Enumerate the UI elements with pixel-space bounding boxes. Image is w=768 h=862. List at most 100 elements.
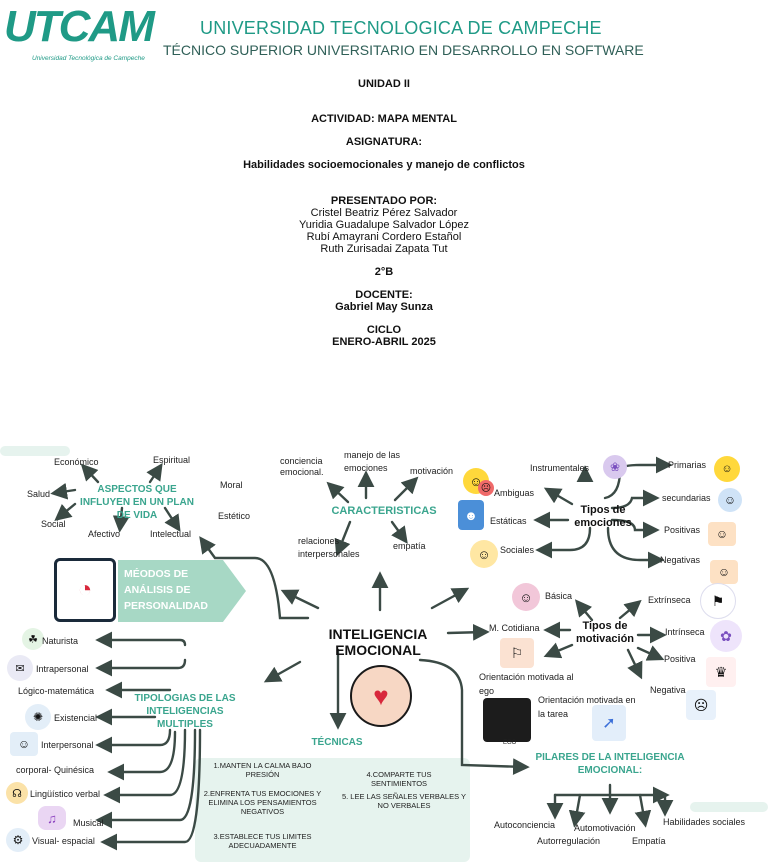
- activity: ACTIVIDAD: MAPA MENTAL: [311, 113, 457, 125]
- tecnica-item: 4.COMPARTE TUS SENTIMIENTOS: [366, 770, 432, 788]
- metodos-title: MÉODOS DE ANÁLISIS DE PERSONALIDAD: [124, 568, 209, 612]
- emocion-item: Positivas: [664, 525, 701, 535]
- band-decoration: [195, 758, 470, 862]
- motivacion-item: M. Cotidiana: [489, 623, 540, 633]
- program-name: TÉCNICO SUPERIOR UNIVERSITARIO EN DESARR…: [163, 42, 644, 58]
- growth-arrow-icon: ➚: [592, 705, 626, 741]
- caracteristica-item: relaciones interpersonales: [298, 536, 360, 559]
- cycle-label: CICLO: [366, 324, 402, 336]
- person-icon: ☺: [512, 583, 540, 611]
- emoji-grid-icon: ☺: [714, 456, 740, 482]
- caracteristica-item: empatía: [393, 541, 426, 551]
- tipologia-item: Interpersonal: [41, 740, 94, 750]
- lightbulb-person-icon: ✺: [25, 704, 51, 730]
- tecnica-item: 3.ESTABLECE TUS LIMITES ADECUADAMENTE: [213, 832, 312, 850]
- emojis-icon: ☺: [470, 540, 498, 568]
- emociones-title: Tipos de emociones: [574, 504, 632, 529]
- motivacion-item: Positiva: [664, 654, 696, 664]
- cheer-icon: ♛: [706, 657, 736, 687]
- people-network-icon: ☺: [10, 732, 38, 756]
- unit: UNIDAD II: [358, 78, 410, 90]
- motivacion-title: Tipos de motivación: [575, 620, 635, 645]
- faces-icon: ☻: [458, 500, 484, 530]
- ego-label: EGO: [503, 740, 517, 746]
- motivacion-item: Básica: [545, 591, 573, 601]
- metodos-banner: [118, 560, 246, 622]
- subject: Habilidades socioemocionales y manejo de…: [243, 159, 525, 171]
- emocion-item: Primarias: [668, 460, 707, 470]
- tipologia-item: Existencial: [54, 713, 98, 723]
- music-icon: ♫: [38, 806, 66, 830]
- pilar-item: Automotivación: [574, 823, 636, 833]
- band-decoration: [690, 802, 768, 812]
- analysis-chart-icon: ◔: [54, 558, 116, 622]
- tipologias-title: TIPOLOGIAS DE LAS INTELIGENCIAS MULTIPLE…: [134, 693, 236, 730]
- gear-head-icon: ⚙: [6, 828, 30, 852]
- cycle: ENERO-ABRIL 2025: [332, 336, 436, 348]
- speaking-head-icon: ☊: [6, 782, 28, 804]
- connectors: [50, 456, 674, 851]
- tecnica-item: 2.ENFRENTA TUS EMOCIONES Y ELIMINA LOS P…: [203, 789, 322, 816]
- presented-label: PRESENTADO POR:: [330, 195, 438, 207]
- author: Cristel Beatriz Pérez Salvador: [310, 207, 458, 219]
- aspectos-title: ASPECTOS QUE INFLUYEN EN UN PLAN DE VIDA: [80, 484, 194, 521]
- aspecto-item: Moral: [220, 480, 243, 490]
- tipologia-item: corporal- Quinésica: [16, 765, 95, 775]
- aspecto-item: Espiritual: [153, 455, 191, 465]
- band-decoration: [0, 446, 70, 456]
- aspecto-item: Social: [41, 519, 66, 529]
- aspecto-item: Intelectual: [150, 529, 192, 539]
- tipologia-item: Musical: [73, 818, 104, 828]
- tipologia-item: Lógico-matemática: [18, 686, 95, 696]
- brain-heart-icon: ♥: [350, 665, 412, 727]
- tecnicas-title: TÉCNICAS: [311, 737, 363, 748]
- group-icon: ☺: [708, 522, 736, 546]
- emocion-item: Instrumentales: [530, 463, 590, 473]
- tipologia-item: Visual- espacial: [32, 836, 95, 846]
- pilar-item: Empatía: [632, 836, 666, 846]
- tecnica-item: 1.MANTEN LA CALMA BAJO PRESIÓN: [213, 761, 312, 779]
- brain-icon: ✿: [710, 620, 742, 652]
- emocion-item: Estáticas: [490, 516, 527, 526]
- tipologia-item: Naturista: [42, 636, 79, 646]
- plant-person-icon: ☘: [22, 628, 44, 650]
- emocion-item: Negativas: [660, 555, 701, 565]
- teacher-label: DOCENTE:: [355, 289, 413, 301]
- emocion-item: Sociales: [500, 545, 535, 555]
- tipologia-item: Intrapersonal: [36, 664, 89, 674]
- author: Yuridia Guadalupe Salvador López: [298, 219, 469, 231]
- aspecto-item: Salud: [27, 489, 51, 499]
- emocion-item: Ambiguas: [494, 488, 535, 498]
- caracteristica-item: manejo de las emociones: [344, 450, 401, 473]
- author: Ruth Zurisadai Zapata Tut: [320, 243, 448, 255]
- subject-label: ASIGNATURA:: [345, 136, 423, 148]
- aspecto-item: Afectivo: [88, 529, 121, 539]
- hands-heart-icon: ❀: [603, 455, 627, 479]
- logo-caption: Universidad Tecnológica de Campeche: [32, 55, 145, 62]
- ego-icon: [483, 698, 531, 742]
- emoji-icon: ☹: [478, 480, 494, 496]
- teacher: Gabriel May Sunza: [335, 301, 433, 313]
- tecnica-item: 5. LEE LAS SEÑALES VERBALES Y NO VERBALE…: [341, 792, 467, 810]
- chat-person-icon: ✉: [7, 655, 33, 681]
- caracteristica-item: motivación: [410, 466, 454, 476]
- people-icon: ☺: [710, 560, 738, 584]
- stairs-icon: ⚑: [700, 583, 736, 619]
- motivacion-item: Orientación motivada en la tarea: [538, 695, 636, 719]
- aspecto-item: Estético: [218, 511, 251, 521]
- tipologia-item: Lingüístico verbal: [30, 789, 101, 799]
- person-down-icon: ☹: [686, 690, 716, 720]
- caracteristica-item: conciencia emocional.: [280, 456, 324, 477]
- motivacion-item: Extrínseca: [648, 595, 691, 605]
- pilar-item: Autoconciencia: [494, 820, 556, 830]
- caracteristicas-title: CARACTERISTICAS: [331, 505, 437, 517]
- pilar-item: Autorregulación: [537, 836, 601, 846]
- author: Rubí Amayrani Cordero Estañol: [306, 231, 462, 243]
- group: 2°B: [374, 266, 394, 278]
- emocion-item: secundarias: [662, 493, 711, 503]
- motivacion-item: Negativa: [650, 685, 686, 695]
- logo: UTCAM Universidad Tecnológica de Campech…: [2, 2, 162, 64]
- aspecto-item: Económico: [54, 457, 99, 467]
- pilar-item: Habilidades sociales: [663, 817, 746, 827]
- motivacion-item: Orientación motivada al ego: [479, 672, 574, 696]
